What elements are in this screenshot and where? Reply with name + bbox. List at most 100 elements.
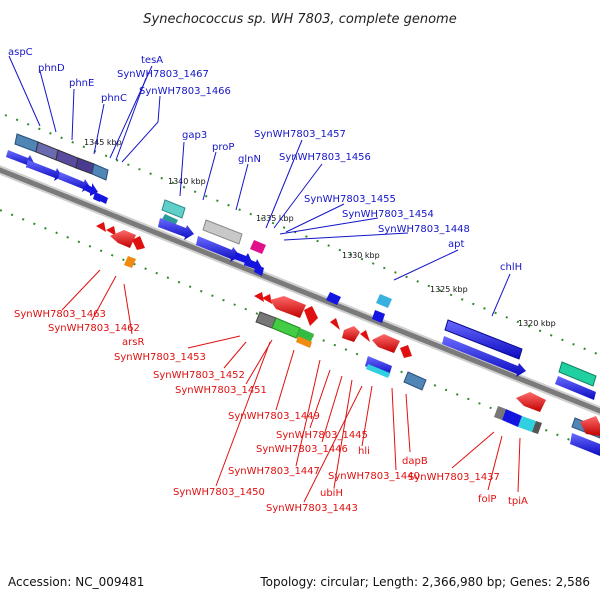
scale-label: 1325 kbp — [430, 285, 468, 294]
gene-arrow[interactable] — [26, 160, 62, 181]
gene-gray[interactable] — [532, 421, 542, 434]
scale-label: 1330 kbp — [342, 251, 380, 260]
label-SynWH7803_1455: SynWH7803_1455 — [304, 194, 396, 205]
gene-tesA[interactable] — [91, 163, 109, 181]
gene-arrow[interactable] — [254, 292, 264, 302]
gene-arrow[interactable] — [254, 264, 264, 276]
label-SynWH7803_1457: SynWH7803_1457 — [254, 129, 346, 140]
gene-arrow[interactable] — [555, 376, 596, 400]
label-ubiH: ubiH — [320, 488, 343, 499]
gene-arrow[interactable] — [360, 330, 370, 342]
forward-genes — [6, 133, 600, 456]
gene-dapB[interactable] — [403, 371, 427, 391]
scale-label: 1345 kbp — [84, 138, 122, 147]
label-SynWH7803_1451: SynWH7803_1451 — [175, 385, 267, 396]
accession-text: Accession: NC_009481 — [8, 575, 144, 589]
label-apt: apt — [448, 239, 464, 250]
backbone — [0, 167, 600, 414]
label-SynWH7803_1445: SynWH7803_1445 — [276, 430, 368, 441]
label-arsR: arsR — [122, 337, 144, 348]
gene-gap3[interactable] — [161, 199, 186, 219]
bottom-labels: SynWH7803_1463 SynWH7803_1462 arsR SynWH… — [14, 309, 528, 514]
gene-arsR[interactable] — [124, 256, 136, 268]
gene-arrow[interactable] — [580, 416, 600, 436]
label-SynWH7803_1454: SynWH7803_1454 — [342, 209, 434, 220]
gene-ubiH[interactable] — [366, 364, 390, 378]
topology-text: Topology: circular; Length: 2,366,980 bp… — [259, 575, 590, 589]
label-SynWH7803_1453: SynWH7803_1453 — [114, 352, 206, 363]
gene-arrow[interactable] — [93, 192, 102, 202]
gene-arrow[interactable] — [570, 433, 600, 456]
label-aspC: aspC — [8, 47, 33, 58]
label-SynWH7803_1466: SynWH7803_1466 — [139, 86, 231, 97]
gene-chlH[interactable] — [444, 319, 523, 360]
label-hli: hli — [358, 446, 370, 457]
label-gap3: gap3 — [182, 130, 207, 141]
gene-arrow[interactable] — [106, 226, 116, 236]
scale-label: 1320 kbp — [518, 319, 556, 328]
label-SynWH7803_1456: SynWH7803_1456 — [279, 152, 371, 163]
gene-arrow[interactable] — [158, 218, 194, 240]
gene-1440[interactable] — [372, 334, 400, 353]
gene-proP[interactable] — [202, 219, 243, 245]
label-phnC: phnC — [101, 93, 127, 104]
gene-arrow[interactable] — [132, 236, 145, 250]
top-leaders — [8, 55, 511, 317]
gene-arrow[interactable] — [330, 318, 340, 330]
label-SynWH7803_1448: SynWH7803_1448 — [378, 224, 470, 235]
gene-1451[interactable] — [271, 317, 301, 339]
label-SynWH7803_1447: SynWH7803_1447 — [228, 466, 320, 477]
gene-1453[interactable] — [270, 296, 306, 318]
gene-arrow[interactable] — [196, 236, 240, 262]
label-proP: proP — [212, 142, 234, 153]
label-SynWH7803_1467: SynWH7803_1467 — [117, 69, 209, 80]
gene-arrow[interactable] — [58, 172, 90, 192]
label-tesA: tesA — [141, 55, 163, 66]
gene-phnC[interactable] — [75, 157, 95, 175]
gene-arrow[interactable] — [516, 392, 546, 412]
gene-1455[interactable] — [326, 292, 341, 305]
label-SynWH7803_1462: SynWH7803_1462 — [48, 323, 140, 334]
label-SynWH7803_1452: SynWH7803_1452 — [153, 370, 245, 381]
gene-arrow[interactable] — [84, 183, 98, 196]
label-SynWH7803_1446: SynWH7803_1446 — [256, 444, 348, 455]
gene-1446[interactable] — [296, 336, 312, 348]
label-SynWH7803_1443: SynWH7803_1443 — [266, 503, 358, 514]
label-dapB: dapB — [402, 456, 428, 467]
label-phnE: phnE — [69, 78, 94, 89]
scale-label: 1335 kbp — [256, 214, 294, 223]
gene-arrow[interactable] — [110, 230, 136, 248]
label-SynWH7803_1437: SynWH7803_1437 — [408, 472, 500, 483]
gene-apt[interactable] — [376, 294, 392, 308]
map-title: Synechococcus sp. WH 7803, complete geno… — [143, 12, 456, 27]
gene-arrow[interactable] — [442, 336, 526, 377]
gene-hli[interactable] — [342, 326, 360, 342]
top-labels: aspC phnD phnE phnC tesA SynWH7803_1467 … — [8, 47, 522, 273]
label-SynWH7803_1450: SynWH7803_1450 — [173, 487, 265, 498]
gene-arrow[interactable] — [304, 306, 318, 326]
label-SynWH7803_1463: SynWH7803_1463 — [14, 309, 106, 320]
gene-tpiA[interactable] — [518, 416, 536, 432]
gene-arrow[interactable] — [400, 345, 412, 358]
label-folP: folP — [478, 494, 496, 505]
label-glnN: glnN — [238, 154, 261, 165]
gene-folP[interactable] — [502, 409, 522, 427]
gene-green[interactable] — [558, 361, 597, 387]
gene-arrow[interactable] — [100, 195, 108, 204]
gene-1449[interactable] — [296, 328, 314, 344]
gene-arrow[interactable] — [372, 310, 385, 323]
label-phnD: phnD — [38, 63, 65, 74]
gene-arrow[interactable] — [262, 294, 272, 304]
gene-phnD[interactable] — [35, 141, 59, 161]
label-SynWH7803_1440: SynWH7803_1440 — [328, 471, 420, 482]
label-SynWH7803_1449: SynWH7803_1449 — [228, 411, 320, 422]
gene-1443[interactable] — [365, 356, 392, 376]
gene-aspC[interactable] — [14, 133, 39, 153]
gene-glnN[interactable] — [250, 240, 266, 254]
gene-arrow[interactable] — [96, 222, 106, 232]
gene-gray[interactable] — [494, 406, 506, 420]
reverse-genes — [96, 222, 600, 436]
gene-phnE[interactable] — [55, 149, 79, 169]
